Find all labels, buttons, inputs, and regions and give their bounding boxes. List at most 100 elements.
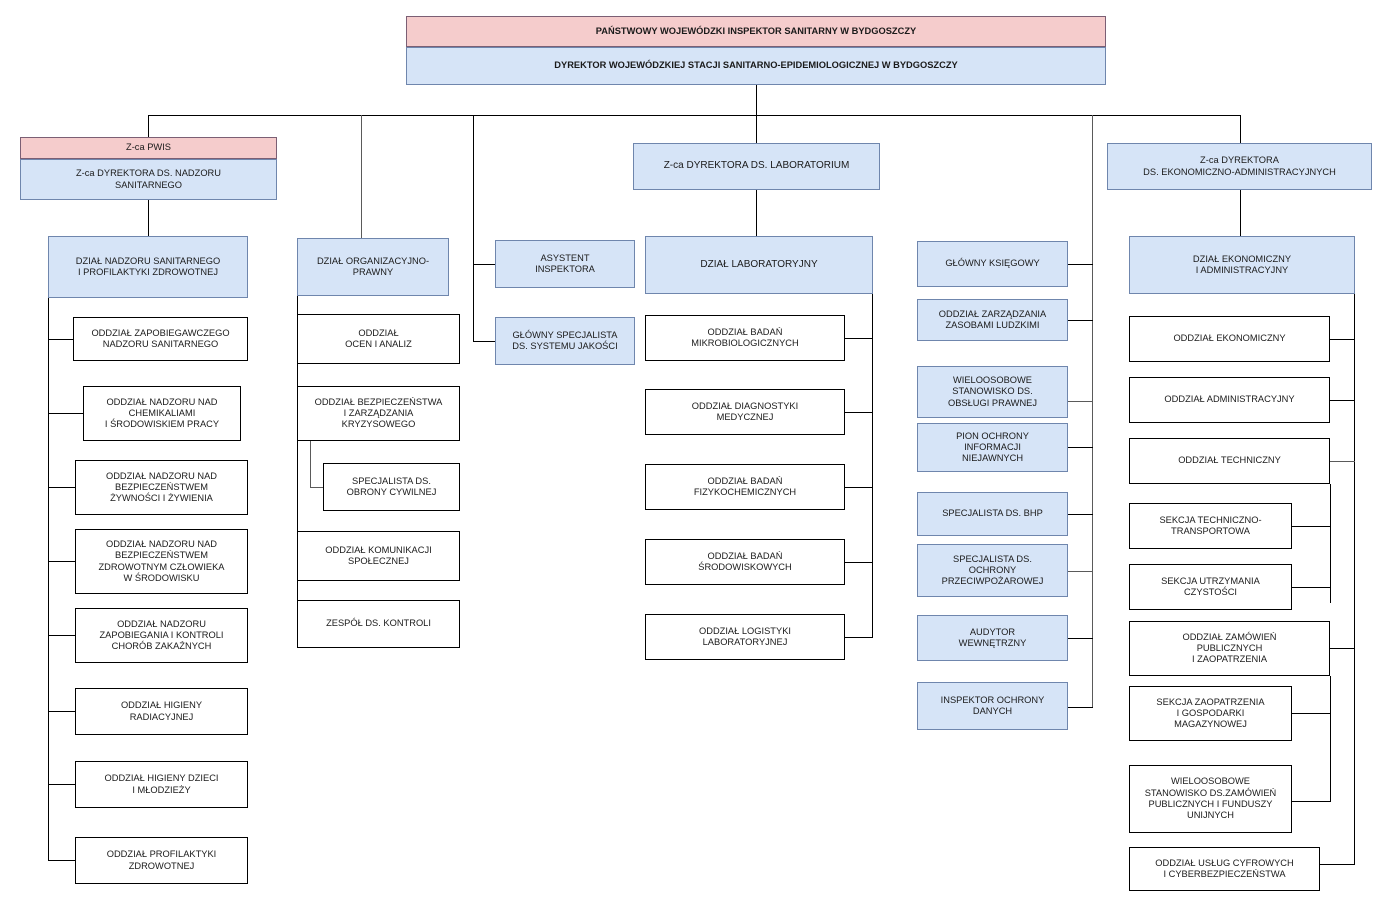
line-stub-d6	[1068, 571, 1093, 572]
node-lab-child-3-label: ODDZIAŁ BADAŃ FIZYKOCHEMICZNYCH	[693, 475, 797, 497]
node-ekon-child-3[interactable]: ODDZIAŁ TECHNICZNY	[1129, 438, 1330, 484]
node-ekon-child-5-label: ODDZIAŁ USŁUG CYFROWYCH I CYBERBEZPIECZE…	[1155, 857, 1294, 879]
node-ekon-sub-techniczno[interactable]: SEKCJA TECHNICZNO- TRANSPORTOWA	[1129, 503, 1292, 549]
node-nadzor-child-4[interactable]: ODDZIAŁ NADZORU NAD BEZPIECZEŃSTWEM ZDRO…	[75, 529, 248, 594]
node-dzial-org-prawny[interactable]: DZIAŁ ORGANIZACYJNO- PRAWNY	[297, 238, 449, 296]
node-direct-8[interactable]: INSPEKTOR OCHRONY DANYCH	[917, 682, 1068, 730]
line-stub-d7	[1068, 638, 1093, 639]
node-dzial-laboratoryjny[interactable]: DZIAŁ LABORATORYJNY	[645, 236, 873, 294]
node-inspector[interactable]: PAŃSTWOWY WOJEWÓDZKI INSPEKTOR SANITARNY…	[406, 16, 1106, 47]
node-dzial-ekonomiczny[interactable]: DZIAŁ EKONOMICZNY I ADMINISTRACYJNY	[1129, 236, 1355, 294]
node-asystent-inspektora[interactable]: ASYSTENT INSPEKTORA	[495, 240, 635, 288]
node-deputy-laboratorium-label: Z-ca DYREKTORA DS. LABORATORIUM	[663, 160, 850, 172]
node-org-sub-obrona-label: SPECJALISTA DS. OBRONY CYWILNEJ	[346, 475, 437, 497]
node-deputy-pwis[interactable]: Z-ca PWIS	[20, 137, 277, 159]
node-dzial-nadzoru-label: DZIAŁ NADZORU SANITARNEGO I PROFILAKTYKI…	[75, 255, 221, 277]
node-nadzor-child-3[interactable]: ODDZIAŁ NADZORU NAD BEZPIECZEŃSTWEM ŻYWN…	[75, 460, 248, 515]
node-ekon-child-5[interactable]: ODDZIAŁ USŁUG CYFROWYCH I CYBERBEZPIECZE…	[1129, 847, 1320, 891]
node-org-child-3-label: ODDZIAŁ KOMUNIKACJI SPOŁECZNEJ	[325, 544, 432, 566]
node-direct-3[interactable]: WIELOOSOBOWE STANOWISKO DS. OBSŁUGI PRAW…	[917, 366, 1068, 418]
line-stub-e1	[1330, 339, 1355, 340]
line-nadzor-to-dzial	[148, 200, 149, 236]
line-spine-org	[297, 296, 298, 625]
line-stub-e3	[1330, 461, 1355, 462]
line-stub-n3	[48, 487, 75, 488]
line-stub-e4	[1330, 648, 1355, 649]
node-ekon-sub-wieloosobowe[interactable]: WIELOOSOBOWE STANOWISKO DS.ZAMÓWIEŃ PUBL…	[1129, 765, 1292, 833]
node-deputy-ekonomiczno[interactable]: Z-ca DYREKTORA DS. EKONOMICZNO-ADMINISTR…	[1107, 143, 1372, 190]
node-nadzor-child-1[interactable]: ODDZIAŁ ZAPOBIEGAWCZEGO NADZORU SANITARN…	[73, 317, 248, 361]
line-ekon-to-dzial	[1240, 190, 1241, 236]
line-stub-e2	[1330, 400, 1355, 401]
node-direct-4[interactable]: PION OCHRONY INFORMACJI NIEJAWNYCH	[917, 423, 1068, 472]
node-deputy-nadzor-label: Z-ca DYREKTORA DS. NADZORU SANITARNEGO	[76, 168, 221, 190]
node-nadzor-child-8[interactable]: ODDZIAŁ PROFILAKTYKI ZDROWOTNEJ	[75, 837, 248, 884]
line-stub-e5	[1320, 864, 1355, 865]
node-lab-child-1-label: ODDZIAŁ BADAŃ MIKROBIOLOGICZNYCH	[691, 326, 799, 348]
node-org-child-2-label: ODDZIAŁ BEZPIECZEŃSTWA I ZARZĄDZANIA KRY…	[314, 396, 443, 430]
node-org-sub-obrona[interactable]: SPECJALISTA DS. OBRONY CYWILNEJ	[323, 463, 460, 511]
line-sub-zam-v	[1330, 676, 1331, 802]
line-sub-techn-h1	[1292, 526, 1330, 527]
line-stub-d5	[1068, 514, 1093, 515]
line-drop-ekon	[1240, 115, 1241, 143]
node-lab-child-4-label: ODDZIAŁ BADAŃ ŚRODOWISKOWYCH	[698, 550, 792, 572]
node-direct-5[interactable]: SPECJALISTA DS. BHP	[917, 492, 1068, 536]
node-direct-7[interactable]: AUDYTOR WEWNĘTRZNY	[917, 615, 1068, 661]
node-direct-1[interactable]: GŁÓWNY KSIĘGOWY	[917, 241, 1068, 287]
line-spine-lab	[872, 294, 873, 637]
node-direct-2[interactable]: ODDZIAŁ ZARZĄDZANIA ZASOBAMI LUDZKIMI	[917, 299, 1068, 341]
node-org-child-2[interactable]: ODDZIAŁ BEZPIECZEŃSTWA I ZARZĄDZANIA KRY…	[297, 386, 460, 441]
node-lab-child-1[interactable]: ODDZIAŁ BADAŃ MIKROBIOLOGICZNYCH	[645, 315, 845, 361]
node-ekon-sub-zaopatrzenia[interactable]: SEKCJA ZAOPATRZENIA I GOSPODARKI MAGAZYN…	[1129, 686, 1292, 741]
line-sub-zam-h1	[1292, 713, 1330, 714]
node-nadzor-child-7[interactable]: ODDZIAŁ HIGIENY DZIECI I MŁODZIEŻY	[75, 761, 248, 808]
line-stub-l1	[845, 338, 873, 339]
line-stub-n1	[48, 339, 73, 340]
node-direct-8-label: INSPEKTOR OCHRONY DANYCH	[940, 694, 1045, 716]
node-lab-child-4[interactable]: ODDZIAŁ BADAŃ ŚRODOWISKOWYCH	[645, 539, 845, 585]
node-nadzor-child-1-label: ODDZIAŁ ZAPOBIEGAWCZEGO NADZORU SANITARN…	[91, 327, 230, 349]
node-ekon-sub-czystosci-label: SEKCJA UTRZYMANIA CZYSTOŚCI	[1161, 575, 1260, 597]
node-dzial-laboratoryjny-label: DZIAŁ LABORATORYJNY	[700, 258, 818, 270]
node-director[interactable]: DYREKTOR WOJEWÓDZKIEJ STACJI SANITARNO-E…	[406, 47, 1106, 85]
node-lab-child-3[interactable]: ODDZIAŁ BADAŃ FIZYKOCHEMICZNYCH	[645, 464, 845, 510]
node-lab-child-2[interactable]: ODDZIAŁ DIAGNOSTYKI MEDYCZNEJ	[645, 389, 845, 435]
node-org-child-4[interactable]: ZESPÓŁ DS. KONTROLI	[297, 600, 460, 648]
node-ekon-child-4[interactable]: ODDZIAŁ ZAMÓWIEŃ PUBLICZNYCH I ZAOPATRZE…	[1129, 621, 1330, 676]
node-org-child-3[interactable]: ODDZIAŁ KOMUNIKACJI SPOŁECZNEJ	[297, 531, 460, 581]
node-nadzor-child-4-label: ODDZIAŁ NADZORU NAD BEZPIECZEŃSTWEM ZDRO…	[98, 538, 225, 583]
node-direct-1-label: GŁÓWNY KSIĘGOWY	[945, 258, 1040, 269]
node-inspector-label: PAŃSTWOWY WOJEWÓDZKI INSPEKTOR SANITARNY…	[595, 25, 917, 36]
node-direct-3-label: WIELOOSOBOWE STANOWISKO DS. OBSŁUGI PRAW…	[947, 375, 1038, 408]
node-deputy-nadzor[interactable]: Z-ca DYREKTORA DS. NADZORU SANITARNEGO	[20, 159, 277, 200]
line-sub-zam-h2	[1292, 801, 1330, 802]
node-direct-6[interactable]: SPECJALISTA DS. OCHRONY PRZECIWPOŻAROWEJ	[917, 544, 1068, 597]
node-nadzor-child-6[interactable]: ODDZIAŁ HIGIENY RADIACYJNEJ	[75, 688, 248, 735]
node-deputy-pwis-label: Z-ca PWIS	[126, 142, 171, 153]
node-nadzor-child-5[interactable]: ODDZIAŁ NADZORU ZAPOBIEGANIA I KONTROLI …	[75, 608, 248, 663]
line-stub-n8	[48, 860, 75, 861]
node-ekon-child-4-label: ODDZIAŁ ZAMÓWIEŃ PUBLICZNYCH I ZAOPATRZE…	[1182, 631, 1277, 665]
node-glowny-specjalista-jakosc[interactable]: GŁÓWNY SPECJALISTA DS. SYSTEMU JAKOŚCI	[495, 317, 635, 365]
line-stub-n2	[48, 413, 83, 414]
line-stub-d8	[1068, 707, 1093, 708]
node-ekon-child-2-label: ODDZIAŁ ADMINISTRACYJNY	[1164, 394, 1295, 405]
node-nadzor-child-3-label: ODDZIAŁ NADZORU NAD BEZPIECZEŃSTWEM ŻYWN…	[105, 470, 218, 504]
node-ekon-child-1[interactable]: ODDZIAŁ EKONOMICZNY	[1129, 316, 1330, 362]
node-dzial-nadzoru[interactable]: DZIAŁ NADZORU SANITARNEGO I PROFILAKTYKI…	[48, 236, 248, 298]
node-ekon-sub-czystosci[interactable]: SEKCJA UTRZYMANIA CZYSTOŚCI	[1129, 564, 1292, 610]
line-trunk	[756, 85, 757, 115]
node-ekon-child-2[interactable]: ODDZIAŁ ADMINISTRACYJNY	[1129, 377, 1330, 423]
node-lab-child-5[interactable]: ODDZIAŁ LOGISTYKI LABORATORYJNEJ	[645, 614, 845, 660]
node-ekon-sub-techniczno-label: SEKCJA TECHNICZNO- TRANSPORTOWA	[1159, 514, 1262, 536]
line-stub-s2	[473, 341, 495, 342]
node-org-child-1[interactable]: ODDZIAŁ OCEN I ANALIZ	[297, 314, 460, 364]
node-deputy-laboratorium[interactable]: Z-ca DYREKTORA DS. LABORATORIUM	[633, 143, 880, 190]
node-lab-child-5-label: ODDZIAŁ LOGISTYKI LABORATORYJNEJ	[699, 625, 791, 647]
line-drop-lab	[756, 115, 757, 143]
node-nadzor-child-2[interactable]: ODDZIAŁ NADZORU NAD CHEMIKALIAMI I ŚRODO…	[83, 386, 241, 441]
line-stub-d2	[1068, 320, 1093, 321]
node-ekon-child-1-label: ODDZIAŁ EKONOMICZNY	[1173, 333, 1286, 344]
node-nadzor-child-5-label: ODDZIAŁ NADZORU ZAPOBIEGANIA I KONTROLI …	[99, 618, 224, 652]
